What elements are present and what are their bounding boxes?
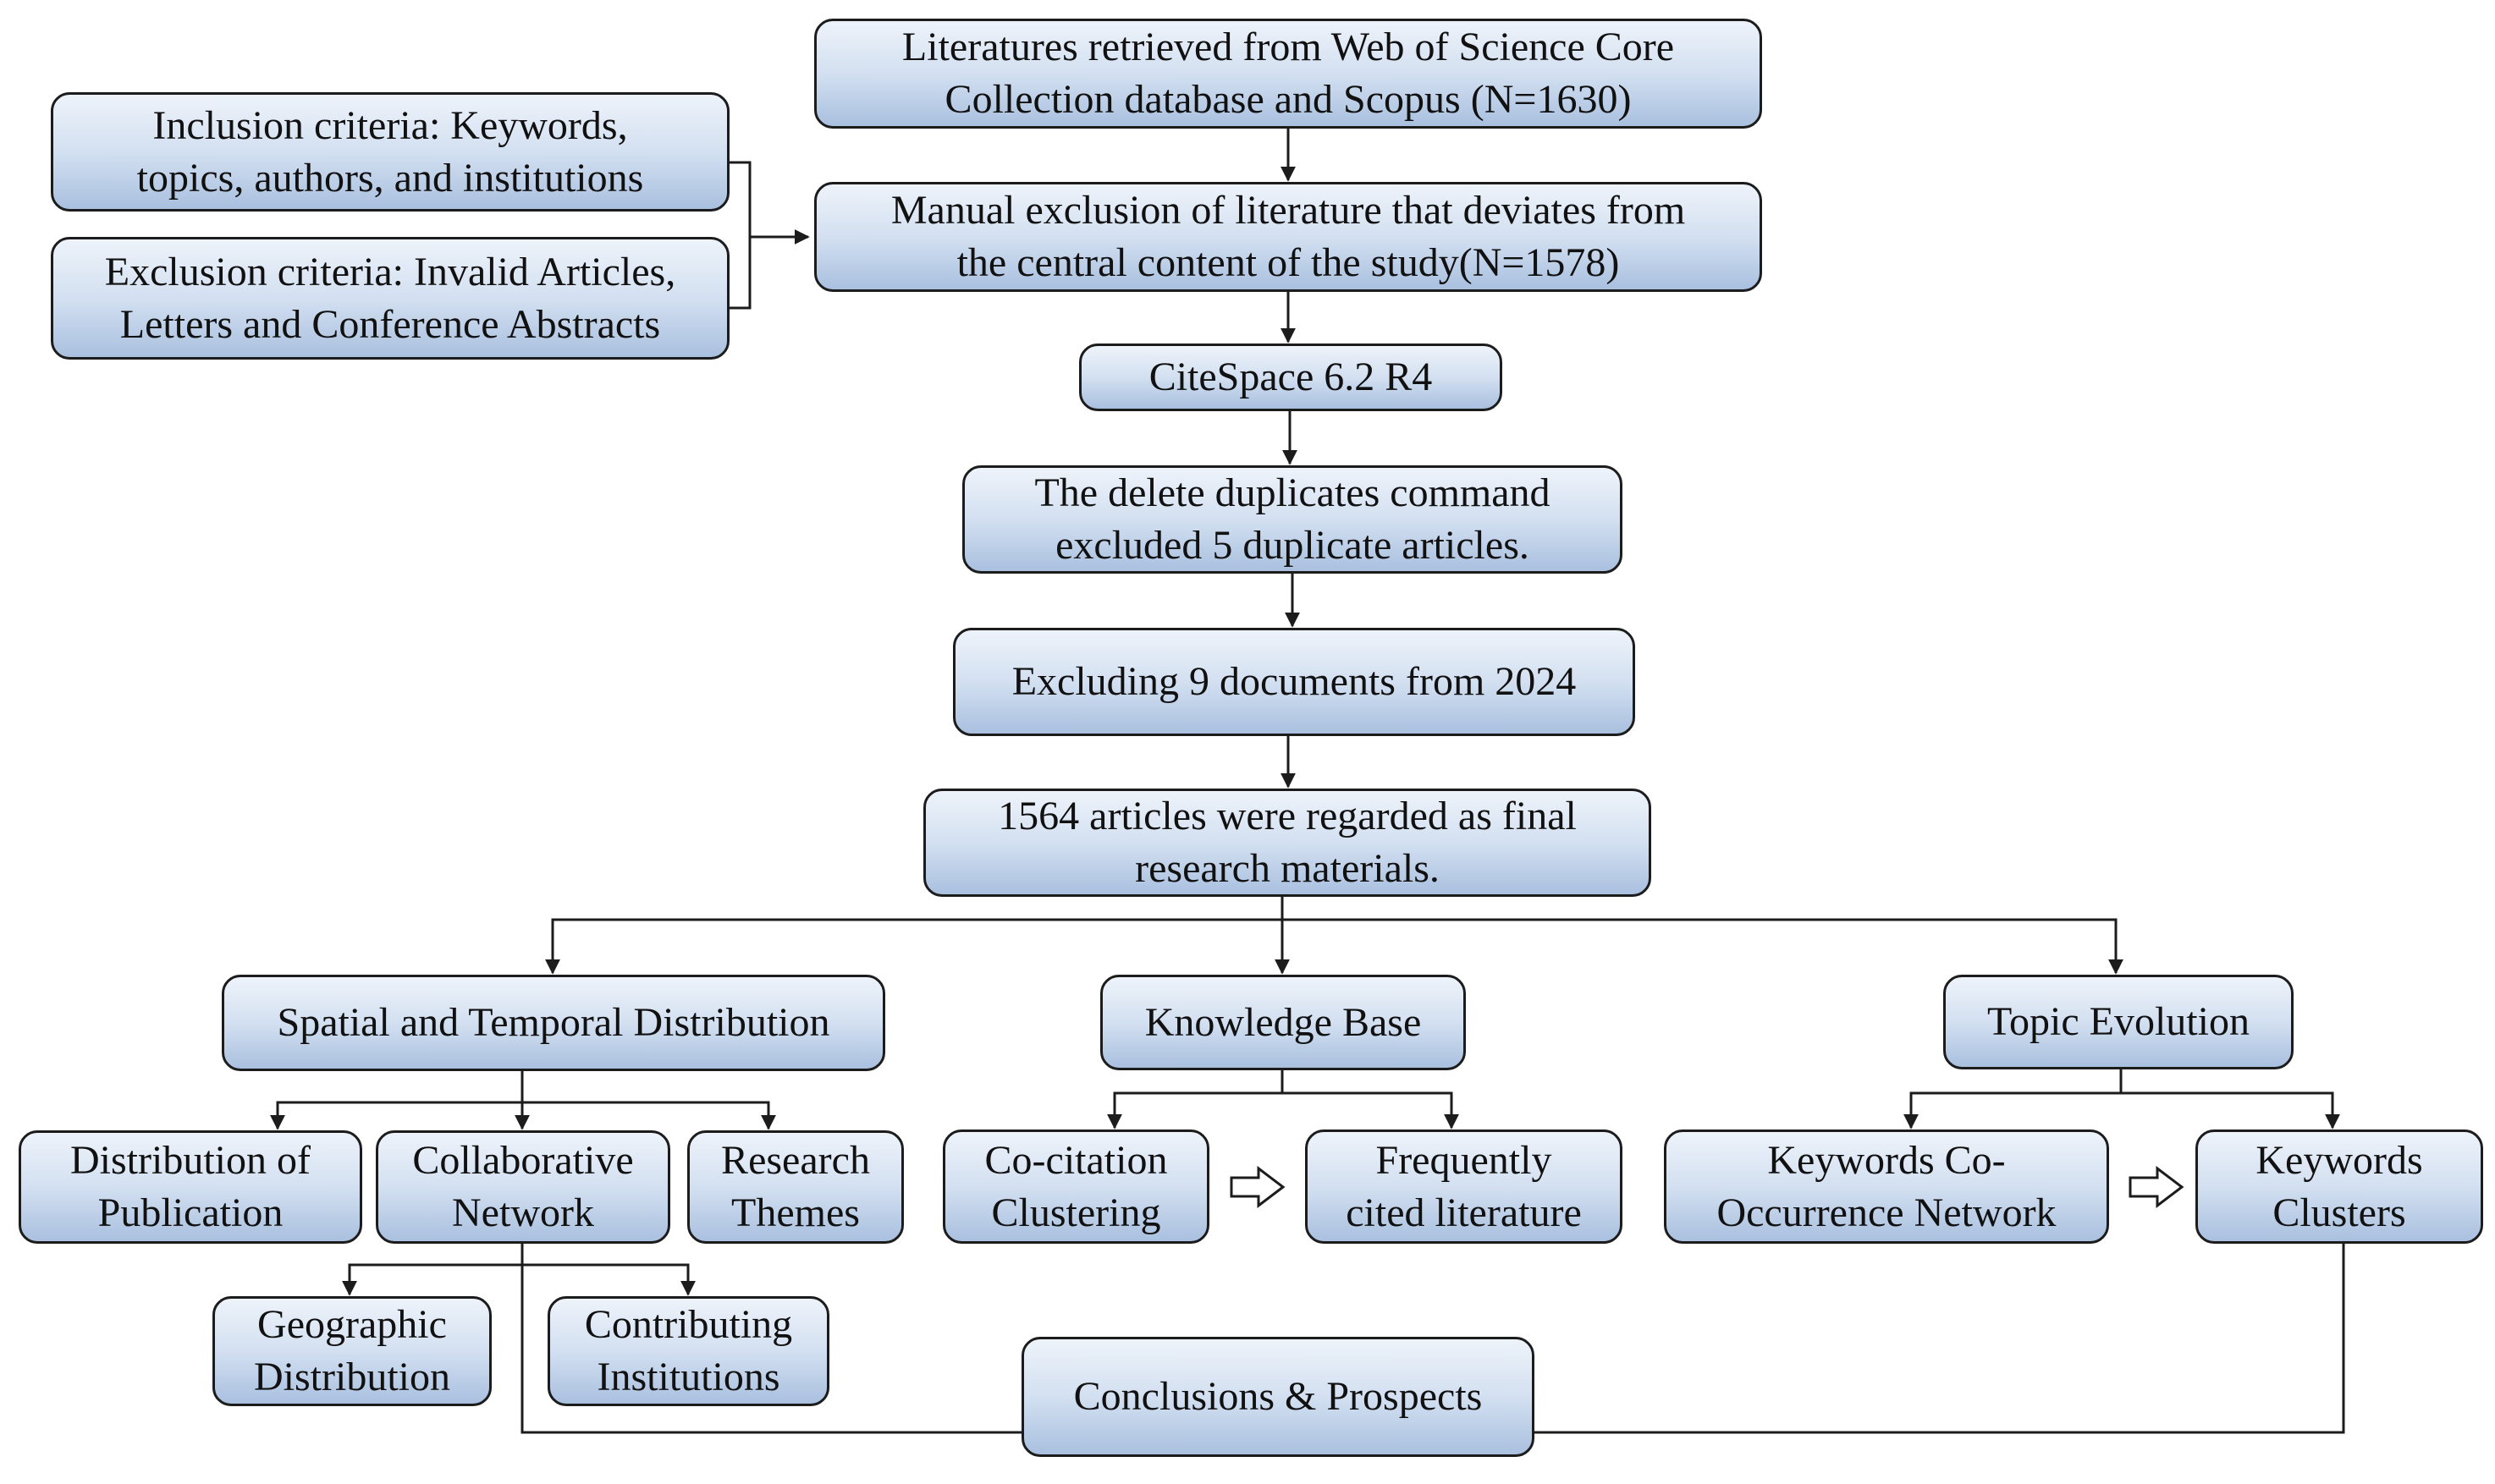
exclusion-criteria-box: Exclusion criteria: Invalid Articles, Le… [51, 237, 730, 360]
conclusions-prospects-box: Conclusions & Prospects [1022, 1337, 1534, 1457]
distribution-of-publication-box: Distribution of Publication [19, 1130, 362, 1244]
branch-bar [551, 918, 2123, 975]
line-collab-to-conclusion [520, 1265, 1022, 1434]
research-themes-box: Research Themes [687, 1130, 904, 1244]
final-articles-box: 1564 articles were regarded as final res… [923, 789, 1651, 897]
excluding-2024-box: Excluding 9 documents from 2024 [953, 628, 1635, 736]
knowledge-base-box: Knowledge Base [1100, 975, 1466, 1070]
knowledge-bar [1113, 1091, 1459, 1129]
retrieved-box: Literatures retrieved from Web of Scienc… [814, 19, 1762, 129]
collab-bar [348, 1263, 696, 1296]
block-arrow-icon [2129, 1166, 2184, 1208]
inclusion-criteria-box: Inclusion criteria: Keywords, topics, au… [51, 92, 730, 212]
block-arrow-icon [1230, 1166, 1286, 1208]
citespace-box: CiteSpace 6.2 R4 [1079, 344, 1502, 411]
topic-evolution-box: Topic Evolution [1943, 975, 2294, 1069]
contributing-institutions-box: Contributing Institutions [548, 1296, 829, 1406]
spatial-temporal-box: Spatial and Temporal Distribution [222, 975, 885, 1071]
criteria-bracket [730, 161, 752, 310]
line-clusters-to-conclusion [1534, 1244, 2345, 1434]
keywords-clusters-box: Keywords Clusters [2195, 1129, 2483, 1244]
collaborative-network-box: Collaborative Network [376, 1130, 670, 1244]
keywords-cooccurrence-box: Keywords Co- Occurrence Network [1664, 1129, 2109, 1244]
topic-bar [1909, 1091, 2340, 1129]
frequently-cited-box: Frequently cited literature [1305, 1129, 1622, 1244]
manual-exclusion-box: Manual exclusion of literature that devi… [814, 182, 1762, 292]
duplicates-box: The delete duplicates command excluded 5… [962, 465, 1622, 574]
geographic-distribution-box: Geographic Distribution [212, 1296, 492, 1406]
co-citation-clustering-box: Co-citation Clustering [943, 1129, 1209, 1244]
